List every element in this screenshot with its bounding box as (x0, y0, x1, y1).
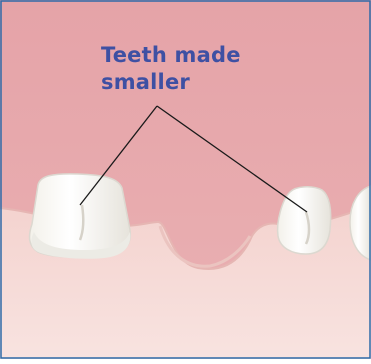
annotation-label: Teeth made smaller (101, 42, 301, 96)
annotation-line-2: smaller (101, 69, 301, 96)
annotation-line-1: Teeth made (101, 42, 301, 69)
left-tooth (30, 174, 131, 259)
